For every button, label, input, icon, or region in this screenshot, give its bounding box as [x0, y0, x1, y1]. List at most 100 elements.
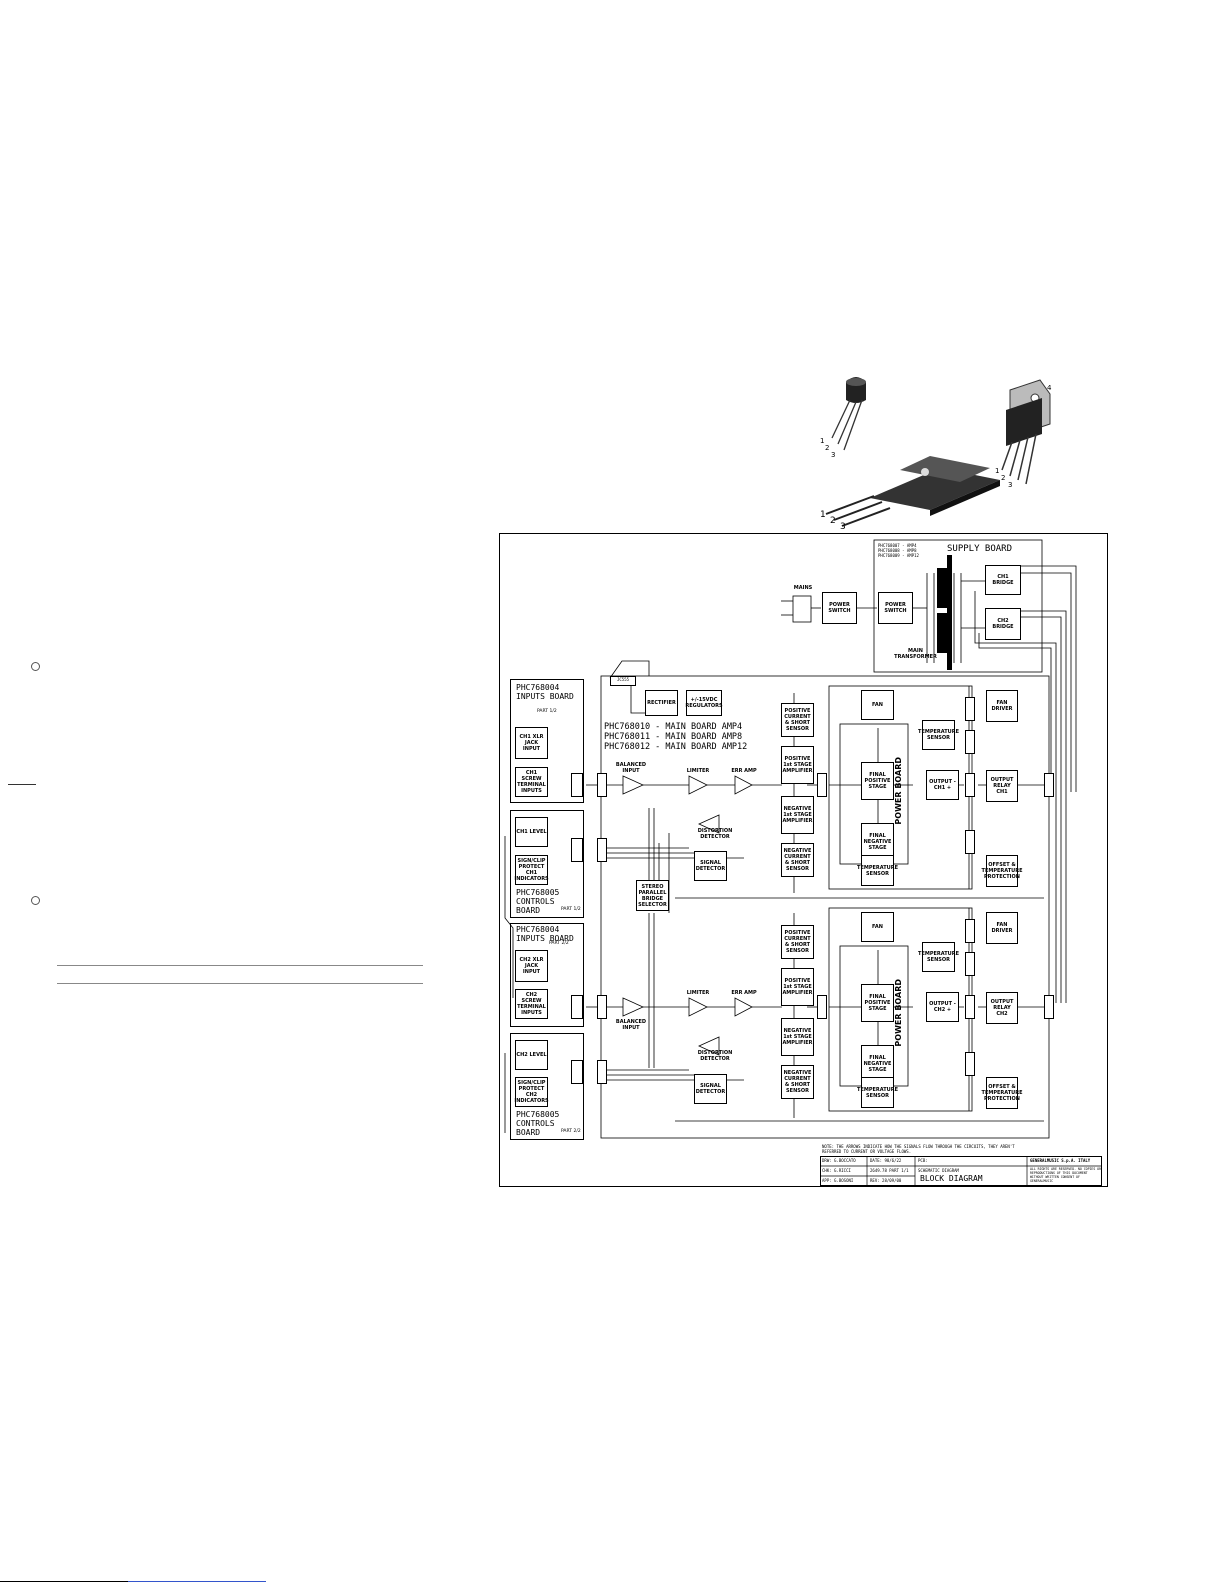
ch2-connector-g	[965, 1052, 975, 1076]
ch1-negative-first-stage: NEGATIVE 1st STAGE AMPLIFIER	[781, 796, 814, 834]
to92-pin-3: 3	[831, 451, 836, 459]
ch1-connector-c	[817, 773, 827, 797]
tb-rights: ALL RIGHTS ARE RESERVED. NO COPIES OR RE…	[1030, 1167, 1102, 1183]
ch1-bridge: CH1 BRIDGE	[985, 565, 1021, 595]
ch1-distortion-detector: DISTORTION DETECTOR	[697, 828, 733, 840]
supply-header-1: PHC768007 - AMP4	[878, 543, 917, 548]
inputs-board-2-title: PHC768004 INPUTS BOARD	[516, 925, 574, 943]
tb-date: DATE: 98/6/22	[870, 1158, 902, 1163]
tb-chk: CHK: G.RICCI	[822, 1168, 851, 1173]
ch1-temp-sensor-top: TEMPERATURE SENSOR	[918, 720, 959, 750]
controls-board-1-title: PHC768005 CONTROLS BOARD	[516, 888, 560, 915]
title-block-grid	[820, 1156, 1102, 1186]
to220-pin-1: 1	[995, 467, 1000, 475]
to220-pin-3: 3	[1008, 481, 1013, 489]
inputs-board-2-part: PART 2/2	[549, 941, 569, 946]
to220-pin-4: 4	[1047, 384, 1052, 392]
diagram-frame	[499, 533, 1108, 1187]
ch1-connector-f	[965, 773, 975, 797]
binder-hole-bottom	[31, 896, 40, 905]
ch2-positive-first-stage: POSITIVE 1st STAGE AMPLIFIER	[781, 968, 814, 1006]
supply-board-title: SUPPLY BOARD	[947, 544, 1013, 554]
margin-mark	[8, 784, 36, 785]
ch1-output: OUTPUT - CH1 +	[926, 770, 959, 800]
ch1-final-positive-stage: FINAL POSITIVE STAGE	[861, 762, 894, 800]
controls-board-1-part: PART 1/2	[561, 907, 581, 912]
ch1-offset-protection: OFFSET & TEMPERATURE PROTECTION	[982, 855, 1022, 887]
connector-j3	[571, 995, 583, 1019]
to3p-pin-1: 1	[820, 510, 826, 520]
binder-hole-top	[31, 662, 40, 671]
mains-plug-icon	[781, 595, 812, 623]
ch2-xlr-input: CH2 XLR JACK INPUT	[515, 950, 548, 982]
to92-pin-2: 2	[825, 444, 830, 452]
inputs-board-1	[510, 679, 584, 803]
ch1-connector-e	[965, 730, 975, 754]
ch2-connector-b	[597, 1060, 607, 1084]
ch1-positive-current-sensor: POSITIVE CURRENT & SHORT SENSOR	[781, 703, 814, 737]
footer-rule	[0, 1581, 128, 1582]
supply-header-2: PHC768008 - AMP8	[878, 548, 917, 553]
controls-board-2-title: PHC768005 CONTROLS BOARD	[516, 1110, 560, 1137]
ch2-negative-first-stage: NEGATIVE 1st STAGE AMPLIFIER	[781, 1018, 814, 1056]
ch1-err-amp: ERR AMP	[731, 768, 757, 774]
ch1-signal-detector: SIGNAL DETECTOR	[694, 851, 727, 881]
ch2-output-relay: OUTPUT RELAY CH2	[986, 992, 1018, 1024]
transistor-packages	[825, 377, 1051, 527]
tb-rev: REV: 28/09/00	[870, 1178, 902, 1183]
footer-link-underline[interactable]	[128, 1581, 266, 1582]
ch2-connector-h	[1044, 995, 1054, 1019]
ch2-positive-current-sensor: POSITIVE CURRENT & SHORT SENSOR	[781, 925, 814, 959]
rule-1	[57, 965, 423, 966]
ch2-power-board-label: POWER BOARD	[894, 979, 903, 1047]
to3p-package-icon	[825, 456, 1000, 527]
ch2-sign-clip-indicators: SIGN/CLIP PROTECT CH2 INDICATORS	[514, 1077, 549, 1107]
ch2-signal-detector: SIGNAL DETECTOR	[694, 1074, 727, 1104]
ch1-limiter: LIMITER	[686, 768, 710, 774]
ch2-negative-current-sensor: NEGATIVE CURRENT & SHORT SENSOR	[781, 1065, 814, 1099]
ch2-final-negative-stage: FINAL NEGATIVE STAGE	[861, 1045, 894, 1083]
tb-code: 2649.78 PART 1/1	[870, 1168, 909, 1173]
ch2-balanced-input: BALANCED INPUT	[615, 1019, 647, 1031]
ch1-negative-current-sensor: NEGATIVE CURRENT & SHORT SENSOR	[781, 843, 814, 877]
ch1-temp-sensor-bottom: TEMPERATURE SENSOR	[857, 855, 898, 886]
title-block	[820, 1156, 1102, 1186]
ch2-connector-e	[965, 952, 975, 976]
ch2-limiter: LIMITER	[686, 990, 710, 996]
ch2-temp-sensor-top: TEMPERATURE SENSOR	[918, 942, 959, 972]
to92-package-icon	[831, 377, 866, 451]
controls-board-2	[510, 1033, 584, 1140]
ch1-fan: FAN	[861, 690, 894, 720]
ch2-fan-driver: FAN DRIVER	[986, 912, 1018, 944]
main-transformer-label: MAIN TRANSFORMER	[894, 648, 937, 660]
ch1-connector-b	[597, 838, 607, 862]
tb-block-diagram: BLOCK DIAGRAM	[920, 1174, 983, 1183]
tb-pcb: PCB:	[918, 1158, 928, 1163]
connector-j4	[571, 1060, 583, 1084]
regulators: +/-15VDC REGULATORS	[685, 690, 723, 716]
tb-company: GENERALMUSIC S.p.A. ITALY	[1030, 1158, 1091, 1163]
ch2-fan: FAN	[861, 912, 894, 942]
rule-2	[57, 983, 423, 984]
inputs-board-2	[510, 923, 584, 1027]
controls-board-2-part: PART 2/2	[561, 1129, 581, 1134]
ch1-screw-inputs: CH1 SCREW TERMINAL INPUTS	[515, 767, 548, 797]
ch1-connector-g	[965, 830, 975, 854]
tb-app: APP: G.BOSONI	[822, 1178, 854, 1183]
power-switch-1: POWER SWITCH	[822, 592, 857, 624]
inputs-board-1-title: PHC768004 INPUTS BOARD	[516, 683, 574, 701]
ch1-balanced-input: BALANCED INPUT	[615, 762, 647, 774]
ch1-connector-h	[1044, 773, 1054, 797]
ch2-err-amp: ERR AMP	[731, 990, 757, 996]
ch2-distortion-detector: DISTORTION DETECTOR	[697, 1050, 733, 1062]
stereo-parallel-bridge-selector: STEREO PARALLEL BRIDGE SELECTOR	[636, 880, 669, 911]
ch2-connector-f	[965, 995, 975, 1019]
main-board-line-3: PHC768012 - MAIN BOARD AMP12	[604, 742, 748, 752]
ch1-fan-driver: FAN DRIVER	[986, 690, 1018, 722]
controls-board-1	[510, 810, 584, 918]
ch1-power-board-label: POWER BOARD	[894, 757, 903, 825]
to220-package-icon	[1001, 379, 1051, 485]
ch2-temp-sensor-bottom: TEMPERATURE SENSOR	[857, 1077, 898, 1108]
tb-schematic: SCHEMATIC DIAGRAM	[918, 1168, 959, 1173]
ch2-final-positive-stage: FINAL POSITIVE STAGE	[861, 984, 894, 1022]
